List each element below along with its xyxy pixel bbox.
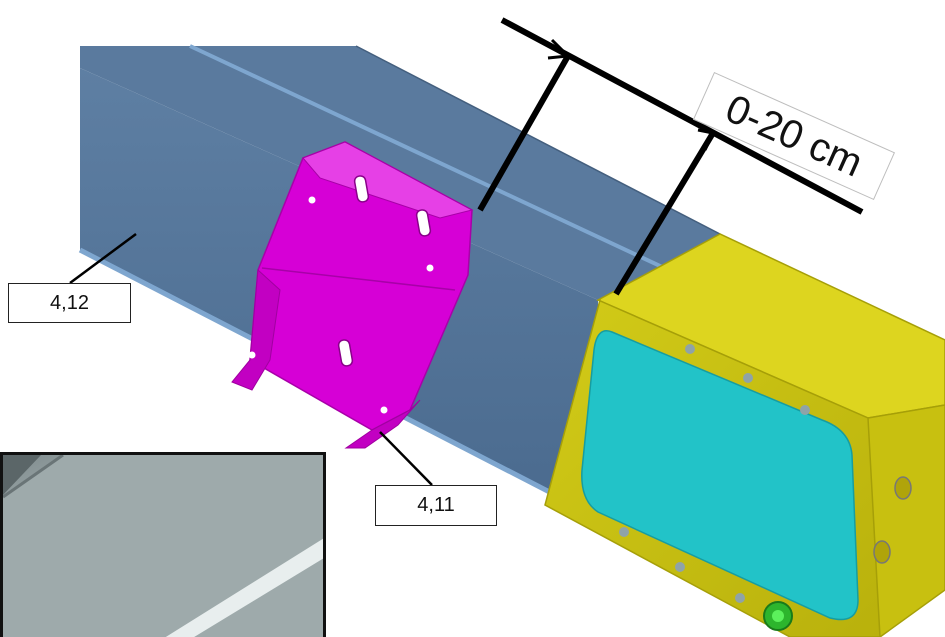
- photo-edge: [3, 455, 64, 499]
- end-panel-bolt-1: [685, 344, 695, 354]
- callout-beam-label: 4,12: [8, 283, 131, 323]
- photo-inset: [0, 452, 326, 637]
- end-panel-bolt-6: [735, 593, 745, 603]
- bracket-top-flange: [302, 141, 474, 219]
- bracket-hole-1: [248, 351, 256, 359]
- extension-line-left: [477, 54, 571, 212]
- arrowhead-right: [697, 128, 716, 151]
- end-panel-bolt-4: [619, 527, 629, 537]
- photo-dark-corner: [3, 455, 41, 495]
- dimension-annotation: [477, 17, 864, 296]
- mounting-bracket: [231, 141, 474, 449]
- leader-line-beam: [69, 232, 137, 285]
- bracket-hole-2: [380, 406, 388, 414]
- bracket-fold-line: [261, 267, 456, 291]
- bracket-slot-right: [415, 209, 432, 237]
- leader-line-bracket: [379, 431, 433, 486]
- bracket-hole-4: [308, 196, 316, 204]
- extension-line-right: [613, 131, 716, 296]
- end-cap-side-bolt-2: [873, 540, 891, 564]
- bracket-slot-lower: [337, 339, 354, 367]
- callout-bracket-label: 4,11: [375, 485, 497, 526]
- indicator-light-core: [772, 610, 784, 622]
- end-panel-bolt-2: [743, 373, 753, 383]
- photo-inset-image: [3, 455, 323, 637]
- end-cap-side-bolt-1: [894, 476, 912, 500]
- end-panel-bolt-5: [675, 562, 685, 572]
- photo-light-stripe: [165, 538, 323, 637]
- photo-surface: [3, 455, 323, 637]
- bracket-left-flange: [231, 268, 281, 391]
- bracket-right-flange: [344, 399, 421, 449]
- end-cap: [544, 233, 945, 637]
- bracket-slot-upper: [353, 175, 370, 203]
- end-panel: [581, 330, 859, 621]
- beam-top-stripe: [189, 44, 691, 282]
- end-panel-bolt-3: [800, 405, 810, 415]
- bracket-hole-3: [426, 264, 434, 272]
- arrowhead-left: [547, 38, 572, 60]
- beam-top-edge: [355, 45, 721, 235]
